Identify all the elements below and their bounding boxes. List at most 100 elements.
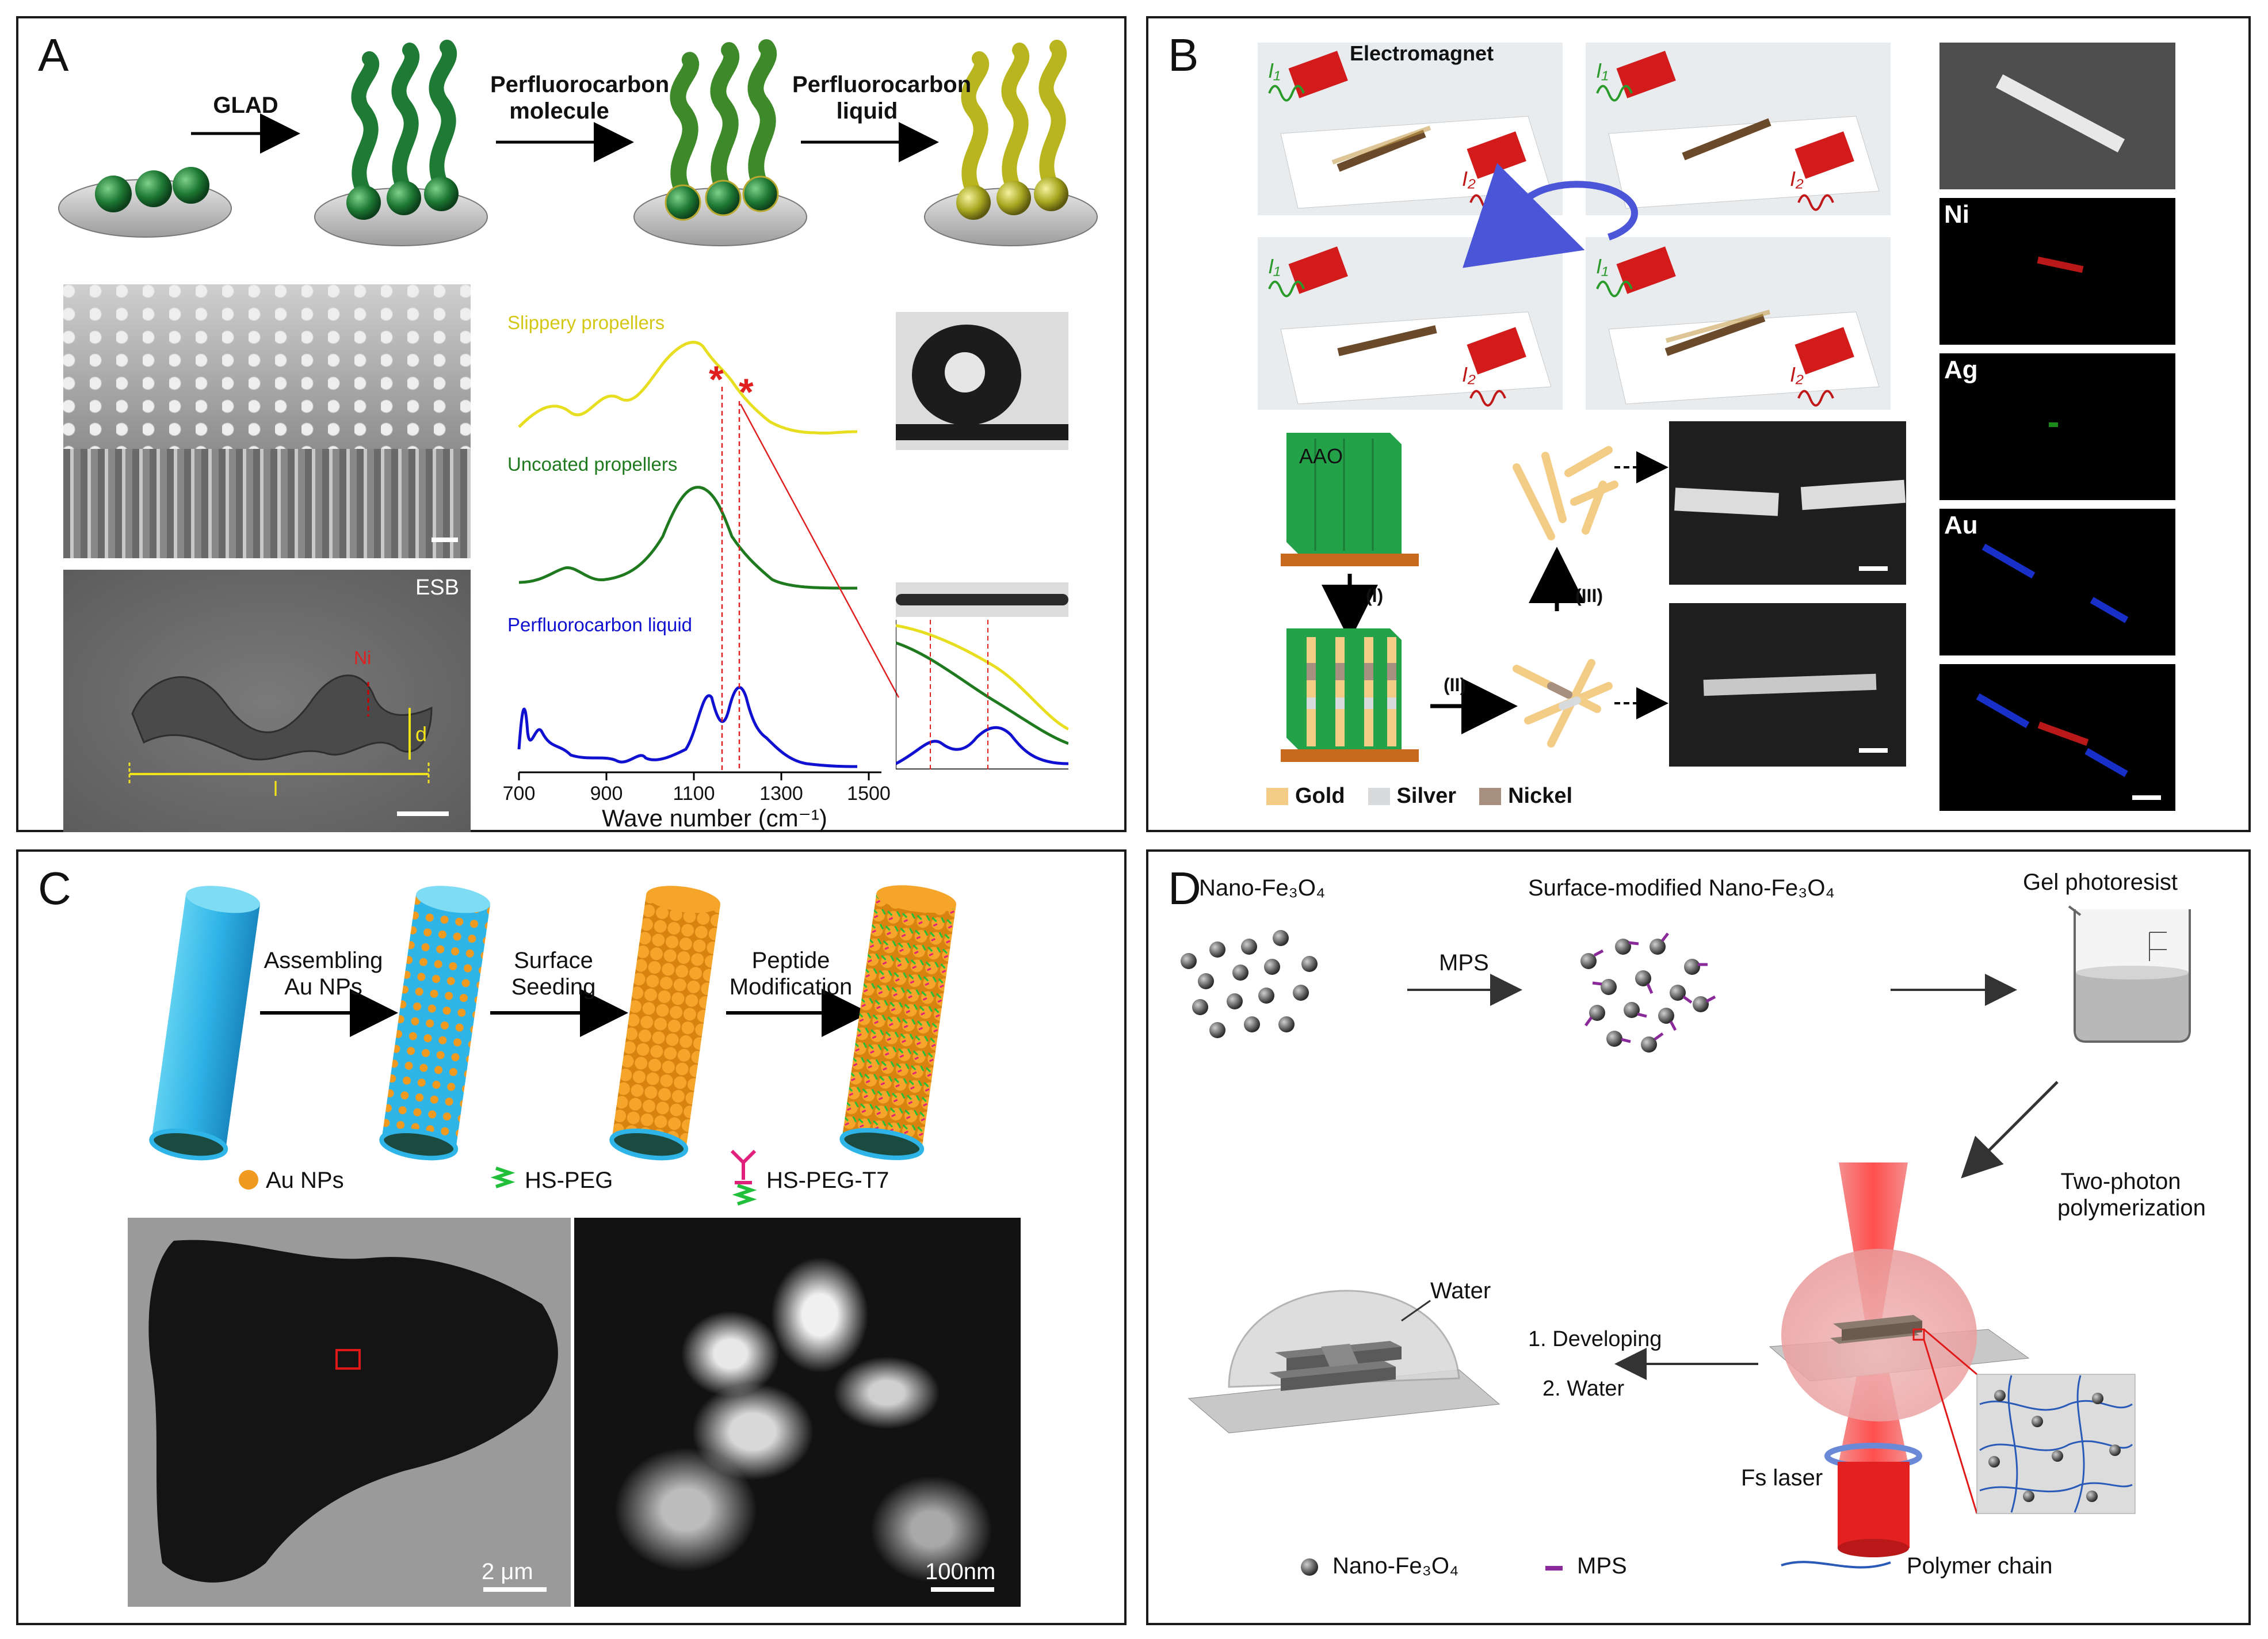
legend-polymer-chain: Polymer chain xyxy=(1907,1553,2053,1579)
scale-bar xyxy=(1859,566,1888,571)
legend-mps: MPS xyxy=(1577,1553,1627,1579)
coated-sphere xyxy=(705,180,742,216)
ir-spectra-chart xyxy=(517,341,900,780)
scale-bar xyxy=(931,1587,994,1592)
aao-label: AAO xyxy=(1299,444,1343,468)
developed-structure xyxy=(1269,1341,1402,1391)
series-label-slippery: Slippery propellers xyxy=(507,312,665,333)
sem-single-propeller-image: ESB Ni d l xyxy=(63,570,471,832)
sem-intact-wire-image xyxy=(1669,603,1906,767)
two-photon-label: Two-photon polymerization xyxy=(2057,1169,2206,1221)
rotation-arrow xyxy=(1462,163,1638,268)
x-tick: 1100 xyxy=(673,783,715,805)
water-step-label: 2. Water xyxy=(1542,1377,1625,1401)
current-i2: I₂ xyxy=(1790,167,1804,190)
seed-sphere xyxy=(135,170,172,207)
zoom-arrow xyxy=(739,403,900,698)
scale-label-right: 100nm xyxy=(925,1559,996,1584)
template-fabrication-diagram xyxy=(1281,433,1668,762)
step-label-assembling: Assembling Au NPs xyxy=(264,948,383,1000)
legend-item-nickel: Nickel xyxy=(1479,784,1572,809)
x-tick: 900 xyxy=(590,783,623,805)
current-i1: I₁ xyxy=(1596,59,1609,82)
legend-nano-fe3o4: Nano-Fe₃O₄ xyxy=(1332,1553,1459,1579)
separated-nanowires xyxy=(1513,446,1618,540)
current-i1: I₁ xyxy=(1596,254,1609,278)
arrow-two-photon xyxy=(1961,1081,2059,1179)
legend-item-silver: Silver xyxy=(1368,784,1456,809)
step-3-label: (III) xyxy=(1575,585,1603,606)
hs-peg-legend-icon xyxy=(490,1167,516,1188)
laser-beam xyxy=(1839,1162,1908,1329)
zoom-line xyxy=(1923,1339,1978,1514)
polymer-network-inset xyxy=(1976,1374,2136,1514)
gel-photoresist-title: Gel photoresist xyxy=(2023,870,2178,895)
flat-film-image xyxy=(896,582,1068,617)
silver-swatch xyxy=(1368,787,1390,805)
current-i2: I₂ xyxy=(1462,167,1476,190)
step-label-molecule: Perfluorocarbon molecule xyxy=(490,72,670,124)
sem-array-image xyxy=(63,284,471,558)
gold-swatch xyxy=(1266,787,1288,805)
overlay-map-image xyxy=(1939,664,2175,811)
modified-particle-cluster xyxy=(1580,932,1716,1053)
seed-sphere xyxy=(95,176,132,212)
coated-helices xyxy=(670,39,777,199)
d-dimension-label: d xyxy=(415,722,427,746)
fabrication-process-diagram xyxy=(1181,905,2191,1576)
legend-label: Gold xyxy=(1295,784,1345,808)
spectra-zoom-inset xyxy=(896,620,1068,769)
peak-mark: * xyxy=(739,371,754,413)
ni-marker-label: Ni xyxy=(354,647,372,668)
scale-bar xyxy=(2132,795,2161,800)
x-axis xyxy=(518,771,881,780)
panel-c-letter: C xyxy=(38,863,71,914)
seed-sphere xyxy=(346,185,381,220)
nickel-swatch xyxy=(1479,787,1502,805)
droplet-contact-image xyxy=(896,312,1068,450)
filled-template xyxy=(1281,628,1419,762)
legend-label: Nickel xyxy=(1508,784,1573,808)
map-label-ag: Ag xyxy=(1944,356,1978,384)
scale-bar xyxy=(432,538,458,542)
objective-lens-base xyxy=(1838,1539,1909,1557)
map-label-ni: Ni xyxy=(1944,200,1969,228)
magnet-actuation-diagram xyxy=(1258,43,1891,410)
tem-overview-image: 2 μm xyxy=(128,1218,571,1607)
series-slippery xyxy=(518,341,858,435)
slippery-sphere xyxy=(996,181,1031,215)
scene-3 xyxy=(1258,237,1563,410)
coated-sphere xyxy=(742,176,779,212)
developing-label: 1. Developing xyxy=(1528,1327,1662,1351)
scene-2 xyxy=(1586,43,1891,215)
scale-label-left: 2 μm xyxy=(482,1559,533,1584)
esb-label: ESB xyxy=(415,575,459,600)
current-i1: I₁ xyxy=(1268,254,1281,278)
sem-overview-image xyxy=(1939,43,2175,189)
water-pointer xyxy=(1401,1299,1431,1322)
peak-mark: * xyxy=(709,358,724,401)
x-axis-label: Wave number (cm⁻¹) xyxy=(602,805,827,832)
zoom-box xyxy=(1912,1328,1925,1341)
series-label-uncoated: Uncoated propellers xyxy=(507,453,678,475)
step-1-label: (I) xyxy=(1366,585,1384,606)
map-label-au: Au xyxy=(1944,511,1978,539)
scene-1 xyxy=(1258,43,1563,215)
step-label-liquid: Perfluorocarbon liquid xyxy=(792,72,972,124)
scene-4 xyxy=(1586,237,1891,410)
step-label-seeding: Surface Seeding xyxy=(511,948,596,1000)
slippery-sphere xyxy=(1034,177,1068,211)
seed-sphere xyxy=(173,167,209,204)
au-np-legend-icon xyxy=(239,1170,258,1190)
peptide-tube xyxy=(839,885,957,1160)
panel-a: A xyxy=(16,16,1127,832)
seeded-tube xyxy=(609,886,721,1161)
slippery-helices xyxy=(961,40,1067,199)
coated-sphere xyxy=(665,184,701,221)
x-tick: 1300 xyxy=(759,783,803,805)
sem-broken-wire-image xyxy=(1669,421,1906,585)
beaker-icon xyxy=(2068,905,2191,1043)
scale-bar xyxy=(483,1587,547,1592)
current-i1: I₁ xyxy=(1268,59,1281,82)
au-map-image: Au xyxy=(1939,509,2175,655)
